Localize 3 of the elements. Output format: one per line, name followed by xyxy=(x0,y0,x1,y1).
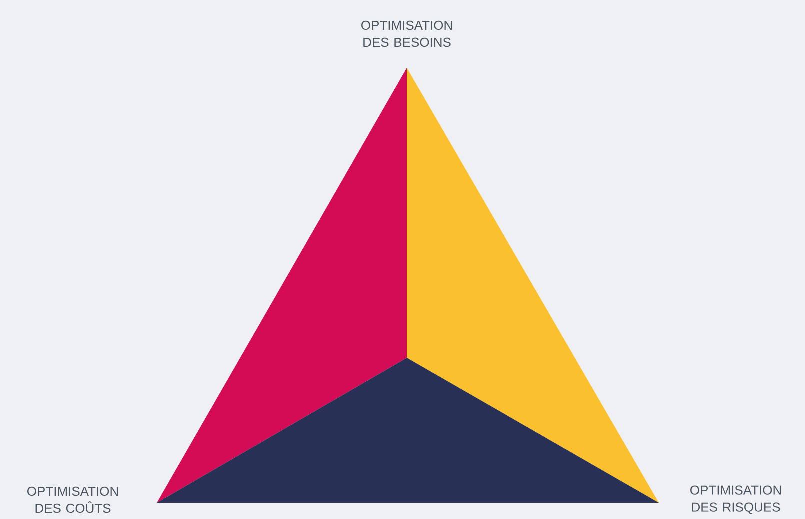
corner-label: OPTIMISATION DES RISQUES xyxy=(690,486,782,514)
corner-label: OPTIMISATION DES COÛTS xyxy=(28,486,118,514)
corner-label: OPTIMISATION DES BESOINS xyxy=(362,20,452,48)
